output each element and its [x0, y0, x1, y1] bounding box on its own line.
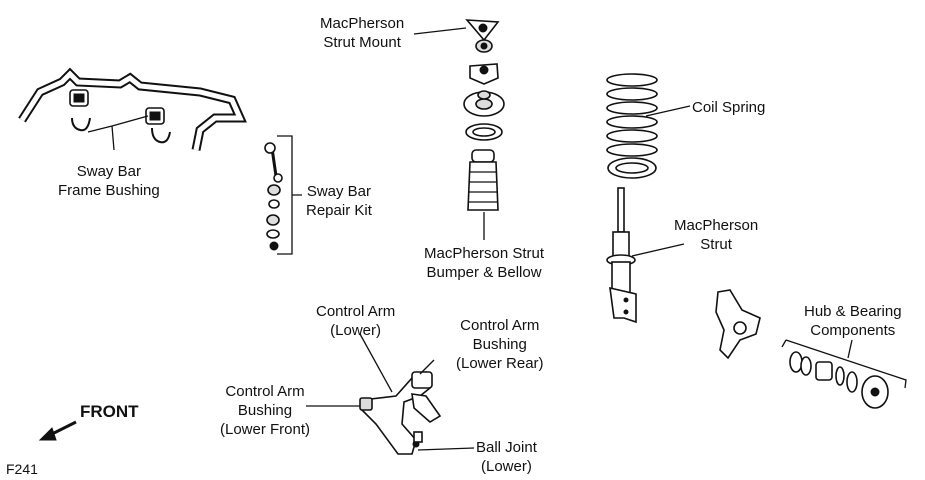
label-sway-bar-frame-bushing: Sway Bar Frame Bushing	[58, 162, 160, 200]
label-frame-bushing-line-1: Sway Bar	[76, 163, 141, 180]
label-bushing-rear-line-1: Control Arm	[460, 317, 540, 334]
sway-bar-bushing-right	[145, 107, 171, 144]
label-coil-spring: Coil Spring	[692, 98, 765, 117]
sway-bar	[18, 67, 247, 151]
leader-frame-bushing-2	[111, 125, 115, 151]
leader-frame-bushing	[87, 115, 149, 133]
figure-id: F241	[6, 461, 38, 477]
leader-strut-mount	[413, 27, 467, 35]
label-bushing-front-line-1: Control Arm	[225, 383, 305, 400]
label-bumper-line-1: MacPherson Strut	[424, 245, 545, 262]
label-hub-bearing: Hub & Bearing Components	[804, 302, 902, 340]
control-arm-part	[359, 370, 442, 455]
macpherson-strut-part	[606, 187, 637, 324]
label-bushing-rear-line-3: (Lower Rear)	[456, 355, 544, 372]
label-strut-mount: MacPherson Strut Mount	[320, 14, 404, 52]
label-hub-line-2: Components	[810, 322, 896, 339]
label-repair-kit-line-2: Repair Kit	[306, 202, 372, 219]
bumper-bellow-part	[467, 149, 499, 211]
label-control-arm-bushing-front: Control Arm Bushing (Lower Front)	[220, 382, 310, 439]
front-label: FRONT	[80, 402, 139, 421]
hub-bearing-parts	[789, 351, 889, 409]
label-sway-bar-repair-kit: Sway Bar Repair Kit	[306, 182, 372, 220]
label-ball-joint: Ball Joint (Lower)	[476, 438, 537, 476]
leader-bushing-rear	[419, 359, 435, 375]
leader-coil-spring	[645, 105, 691, 117]
label-macpherson-strut: MacPherson Strut	[674, 216, 758, 254]
label-repair-kit-line-1: Sway Bar	[306, 183, 372, 200]
label-strut-line-2: Strut	[700, 236, 732, 253]
sway-bar-bushing-left	[69, 89, 91, 132]
label-control-arm-lower: Control Arm (Lower)	[316, 302, 395, 340]
front-arrow-icon	[38, 420, 77, 441]
coil-spring-part	[606, 73, 658, 179]
leader-control-arm	[359, 333, 393, 393]
label-bumper-line-2: Bumper & Bellow	[426, 264, 542, 281]
hub-bracket	[781, 339, 907, 389]
label-control-arm-bushing-rear: Control Arm Bushing (Lower Rear)	[456, 316, 544, 373]
label-bushing-rear-line-2: Bushing	[472, 336, 527, 353]
label-ball-joint-line-2: (Lower)	[481, 458, 532, 475]
label-ball-joint-line-1: Ball Joint	[476, 439, 537, 456]
strut-mount-parts	[463, 19, 505, 141]
label-hub-line-1: Hub & Bearing	[804, 303, 902, 320]
repair-kit-bracket	[277, 135, 302, 255]
label-strut-line-1: MacPherson	[674, 217, 759, 234]
leader-hub	[847, 339, 853, 359]
knuckle-part	[715, 289, 761, 360]
label-strut-mount-line-1: MacPherson	[320, 15, 405, 32]
leader-ball-joint	[417, 447, 475, 451]
label-bushing-front-line-3: (Lower Front)	[220, 421, 311, 438]
label-bushing-front-line-2: Bushing	[237, 402, 293, 419]
label-strut-bumper-bellow: MacPherson Strut Bumper & Bellow	[424, 244, 544, 282]
label-control-arm-line-1: Control Arm	[316, 303, 396, 320]
label-control-arm-line-2: (Lower)	[330, 322, 382, 339]
label-strut-mount-line-2: Strut Mount	[323, 34, 401, 51]
label-coil-spring-line-1: Coil Spring	[692, 99, 766, 116]
leader-strut	[631, 243, 685, 257]
repair-kit-parts	[264, 142, 283, 251]
label-frame-bushing-line-2: Frame Bushing	[58, 182, 160, 199]
